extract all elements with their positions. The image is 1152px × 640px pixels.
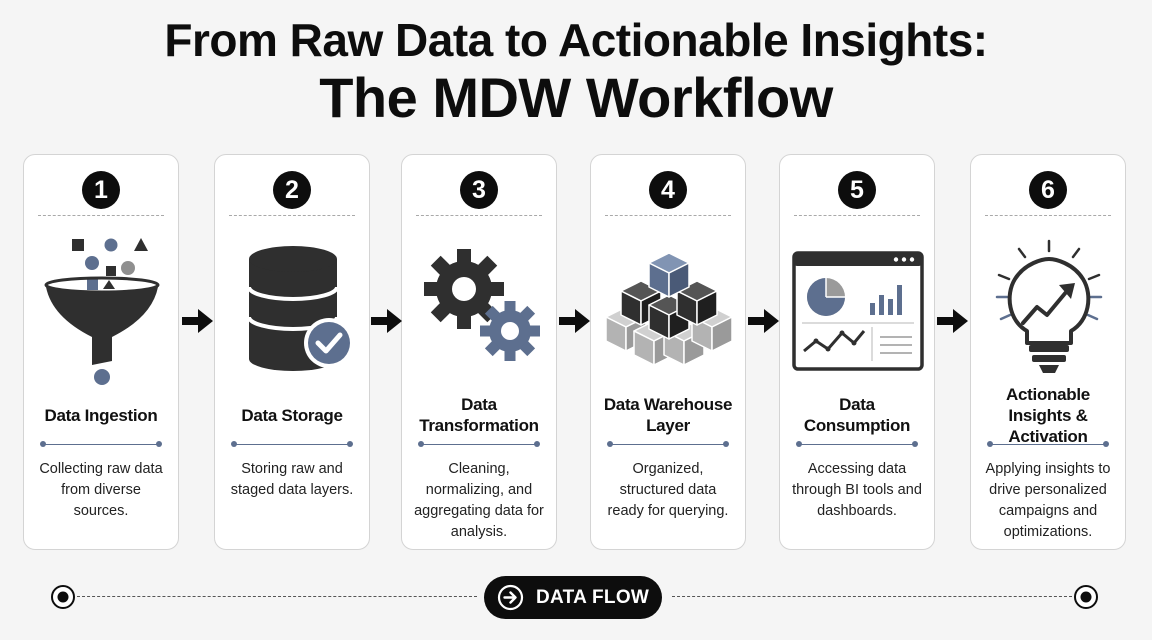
- arrow-right-icon: [182, 309, 213, 333]
- lightbulb-icon: [995, 239, 1103, 373]
- step-card-6: 6 Actionable Insights & Activation Apply…: [970, 154, 1126, 550]
- step-number-badge: 2: [273, 171, 311, 209]
- data-flow-label: DATA FLOW: [536, 587, 650, 608]
- step-card-1: 1 Data Ingestion Collecting raw data fro…: [23, 154, 179, 550]
- arrow-right-icon: [371, 309, 402, 333]
- dashed-divider: [794, 215, 920, 216]
- title-divider: [40, 441, 162, 447]
- gears-icon: [424, 249, 540, 361]
- step-title: Data Storage: [241, 405, 343, 425]
- dashed-divider: [985, 215, 1111, 216]
- flow-line-left: [77, 596, 477, 597]
- step-card-5: 5 Data Consumption Accessing data throug…: [779, 154, 935, 550]
- step-number-badge: 6: [1029, 171, 1067, 209]
- flow-end-node-icon: [1074, 585, 1098, 609]
- step-card-2: 2 Data Storage Storing raw and staged da…: [214, 154, 370, 550]
- flow-line-right: [672, 596, 1072, 597]
- arrow-right-icon: [559, 309, 590, 333]
- step-description: Organized, structured data ready for que…: [607, 461, 729, 519]
- flow-start-node-icon: [51, 585, 75, 609]
- arrow-right-circle-icon: [497, 584, 524, 611]
- arrow-right-icon: [937, 309, 968, 333]
- dashed-divider: [38, 215, 164, 216]
- page-title: From Raw Data to Actionable Insights:: [164, 14, 988, 66]
- step-title: Actionable Insights & Activation: [1006, 384, 1090, 446]
- title-divider: [796, 441, 918, 447]
- title-divider: [607, 441, 729, 447]
- arrow-right-icon: [748, 309, 779, 333]
- dashboard-icon: [792, 251, 924, 371]
- step-description: Accessing data through BI tools and dash…: [792, 461, 922, 519]
- dashed-divider: [416, 215, 542, 216]
- title-divider: [987, 441, 1109, 447]
- step-description: Applying insights to drive personalized …: [985, 461, 1111, 540]
- page-subtitle: The MDW Workflow: [319, 66, 833, 129]
- step-description: Collecting raw data from diverse sources…: [39, 461, 163, 519]
- step-description: Cleaning, normalizing, and aggregating d…: [414, 461, 544, 540]
- step-card-3: 3: [401, 154, 557, 550]
- step-title: Data Transformation: [419, 395, 539, 435]
- step-title: Data Consumption: [803, 395, 911, 435]
- step-number-badge: 5: [838, 171, 876, 209]
- funnel-icon: [44, 238, 160, 385]
- data-flow-pill: DATA FLOW: [484, 576, 662, 619]
- step-title: Data Warehouse Layer: [603, 395, 733, 435]
- dashed-divider: [605, 215, 731, 216]
- database-icon: [247, 246, 354, 371]
- step-description: Storing raw and staged data layers.: [230, 461, 354, 498]
- step-number-badge: 1: [82, 171, 120, 209]
- step-card-4: 4 Data Warehouse Layer Organized, struct…: [590, 154, 746, 550]
- title-divider: [418, 441, 540, 447]
- dashed-divider: [229, 215, 355, 216]
- step-title: Data Ingestion: [44, 405, 158, 425]
- cubes-icon: [605, 252, 733, 366]
- title-divider: [231, 441, 353, 447]
- step-number-badge: 4: [649, 171, 687, 209]
- step-number-badge: 3: [460, 171, 498, 209]
